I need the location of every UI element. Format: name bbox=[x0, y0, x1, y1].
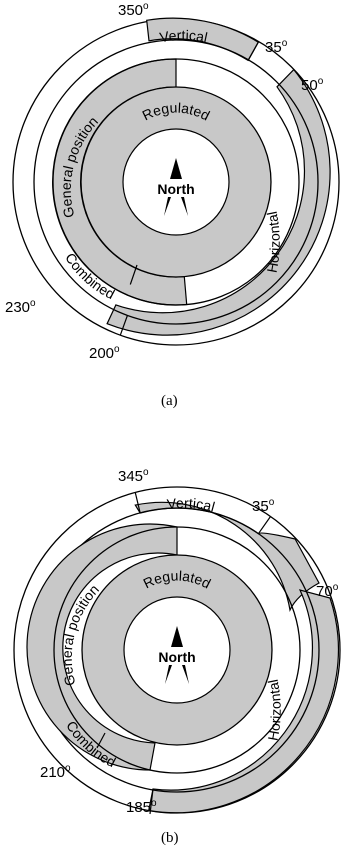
horizontal-label: Horizontal bbox=[264, 210, 283, 274]
horizontal-label: Horizontal bbox=[265, 678, 284, 742]
north-label: North bbox=[158, 649, 195, 665]
center-disc bbox=[123, 596, 231, 704]
angle-label-345: 345o bbox=[118, 467, 149, 485]
horizontal-sector bbox=[147, 589, 340, 814]
inner-ring-outline bbox=[53, 526, 301, 774]
angle-label-50: 50o bbox=[301, 76, 324, 94]
angle-label-185: 185o bbox=[126, 798, 157, 816]
sector-line-35 bbox=[257, 516, 271, 535]
inner-ring-outline bbox=[52, 58, 300, 306]
angle-label-70: 70o bbox=[316, 582, 339, 600]
angle-label-200: 200o bbox=[89, 344, 120, 362]
middle-ring-outline bbox=[33, 39, 319, 325]
sector-line-200 bbox=[119, 315, 128, 336]
angle-label-35: 35o bbox=[265, 38, 288, 56]
angle-label-35: 35o bbox=[252, 497, 275, 515]
general-position-sector bbox=[26, 523, 178, 771]
north-arrow-icon bbox=[165, 626, 189, 684]
horizontal-sector bbox=[106, 68, 331, 336]
sector-line-185 bbox=[149, 788, 154, 815]
angle-label-350: 350o bbox=[118, 1, 149, 19]
caption-b: (b) bbox=[161, 830, 179, 846]
sector-line-35 bbox=[247, 41, 259, 61]
center-disc bbox=[122, 128, 230, 236]
combined-sector-divider bbox=[129, 264, 138, 285]
caption-a: (a) bbox=[161, 393, 178, 409]
vertical-label: Vertical bbox=[158, 27, 209, 46]
diagram-a: North Vertical Horizontal Regulated Gene… bbox=[5, 1, 340, 409]
angle-label-230: 230o bbox=[5, 298, 36, 316]
north-arrow-icon bbox=[164, 158, 188, 216]
north-label: North bbox=[157, 181, 194, 197]
combined-sector-divider bbox=[96, 732, 106, 749]
diagram-b: North Vertical Horizontal Regulated Gene… bbox=[13, 467, 341, 846]
angle-label-210: 210o bbox=[40, 763, 71, 781]
sector-line-345 bbox=[134, 492, 141, 514]
